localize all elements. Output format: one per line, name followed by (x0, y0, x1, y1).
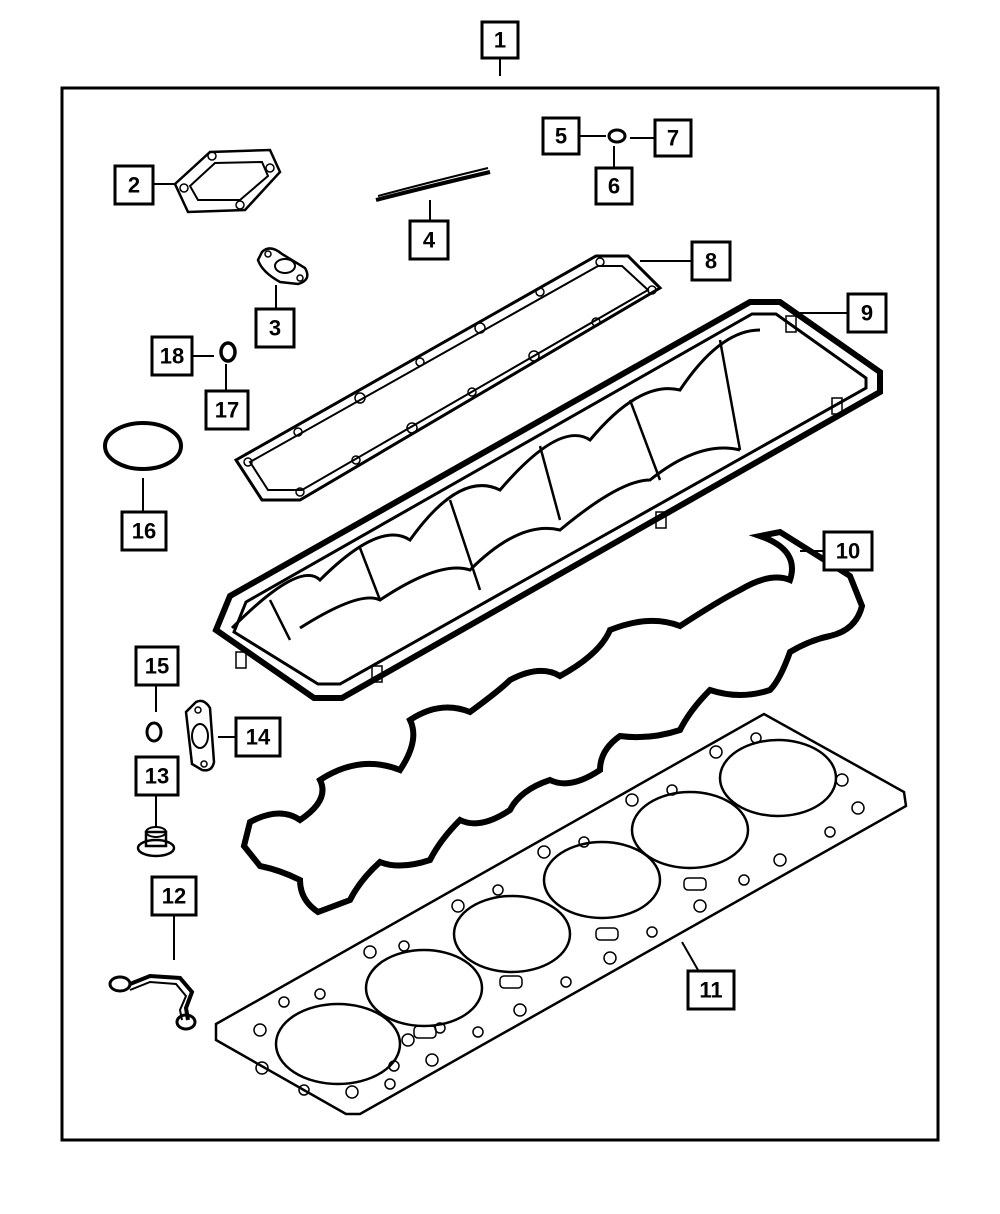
part-16-large-o-ring (103, 421, 183, 471)
svg-text:1: 1 (494, 28, 506, 53)
callout-14: 14 (234, 716, 282, 758)
svg-text:3: 3 (269, 316, 281, 341)
callout-3: 3 (254, 307, 296, 349)
callout-4: 4 (408, 219, 450, 261)
svg-text:5: 5 (555, 124, 567, 149)
part-15-washer (145, 721, 163, 743)
part-13-plug (136, 826, 176, 858)
callout-9: 9 (846, 292, 888, 334)
part-2-flange-gasket (173, 148, 282, 214)
svg-text:17: 17 (215, 398, 239, 423)
callout-18: 18 (150, 335, 194, 377)
svg-text:8: 8 (705, 249, 717, 274)
svg-text:10: 10 (836, 539, 860, 564)
part-3-oval-gasket (256, 247, 309, 286)
callout-12: 12 (150, 875, 198, 917)
svg-text:11: 11 (699, 978, 722, 1003)
callout-7: 7 (653, 118, 693, 158)
svg-text:7: 7 (667, 126, 679, 151)
callout-15: 15 (134, 645, 180, 687)
callout-17: 17 (204, 389, 250, 431)
svg-text:15: 15 (145, 654, 169, 679)
part-9-harness-frame (212, 299, 883, 701)
callout-10: 10 (822, 530, 874, 572)
svg-text:4: 4 (423, 228, 436, 253)
svg-text:14: 14 (246, 725, 271, 750)
part-10-perimeter-gasket (240, 528, 866, 916)
svg-text:9: 9 (861, 301, 873, 326)
svg-text:12: 12 (162, 884, 186, 909)
callout-6: 6 (594, 166, 634, 206)
callout-13: 13 (134, 755, 180, 797)
part-4-seal-strip (375, 167, 491, 202)
part-8-cover-gasket (233, 254, 663, 502)
callout-8: 8 (690, 240, 732, 282)
svg-text:16: 16 (132, 519, 156, 544)
callout-2: 2 (113, 164, 155, 206)
callout-5: 5 (541, 116, 581, 156)
callout-1: 1 (480, 20, 520, 60)
part-14-two-bolt-gasket (184, 699, 216, 772)
leader-lines (142, 58, 848, 971)
part-12-oil-tube (108, 973, 197, 1031)
part-6-o-ring (607, 128, 627, 144)
callout-11: 11 (686, 969, 736, 1011)
svg-text:2: 2 (128, 173, 140, 198)
part-17-18-seal (219, 341, 237, 363)
diagram-frame (60, 86, 940, 1142)
callout-16: 16 (120, 510, 168, 552)
svg-text:6: 6 (608, 174, 620, 199)
part-11-head-gasket (214, 712, 908, 1116)
svg-text:18: 18 (160, 344, 184, 369)
svg-text:13: 13 (145, 764, 169, 789)
